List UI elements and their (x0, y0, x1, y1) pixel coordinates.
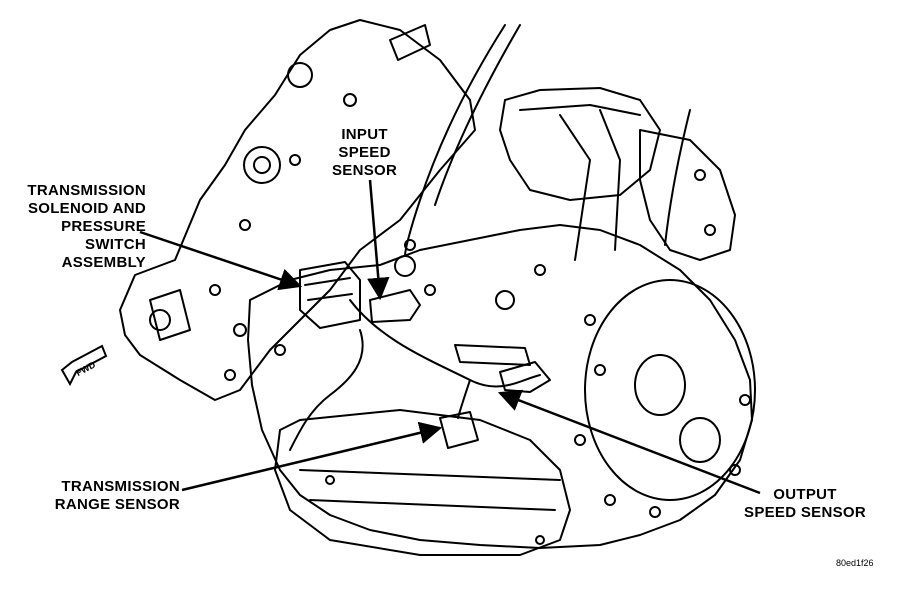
label-line: PRESSURE (61, 218, 146, 235)
figure-code: 80ed1f26 (836, 558, 874, 568)
label-line: SOLENOID AND (27, 200, 146, 217)
input-speed-sensor-label: INPUT SPEED SENSOR (332, 126, 397, 180)
leader-range-sensor (181, 421, 443, 492)
leader-output-speed-sensor (497, 389, 761, 495)
label-line: OUTPUT (773, 486, 837, 503)
transmission-drawing (119, 19, 756, 556)
label-line: TRANSMISSION (61, 478, 180, 495)
label-line: SENSOR (332, 162, 398, 179)
leader-input-speed-sensor (367, 179, 390, 301)
output-speed-sensor-label: OUTPUT SPEED SENSOR (732, 486, 878, 522)
label-line: RANGE SENSOR (54, 496, 180, 513)
label-line: SPEED (338, 144, 391, 161)
label-line: SPEED SENSOR (744, 504, 866, 521)
label-line: SWITCH (85, 236, 146, 253)
leader-solenoid-assembly (139, 230, 303, 291)
solenoid-assembly-label: TRANSMISSION SOLENOID AND PRESSURE SWITC… (6, 182, 146, 272)
leader-lines (139, 179, 761, 495)
label-line: ASSEMBLY (61, 254, 146, 271)
forward-arrow-icon: FWD (60, 344, 108, 387)
label-line: INPUT (341, 126, 388, 143)
range-sensor-label: TRANSMISSION RANGE SENSOR (24, 478, 180, 514)
label-line: TRANSMISSION (27, 182, 146, 199)
